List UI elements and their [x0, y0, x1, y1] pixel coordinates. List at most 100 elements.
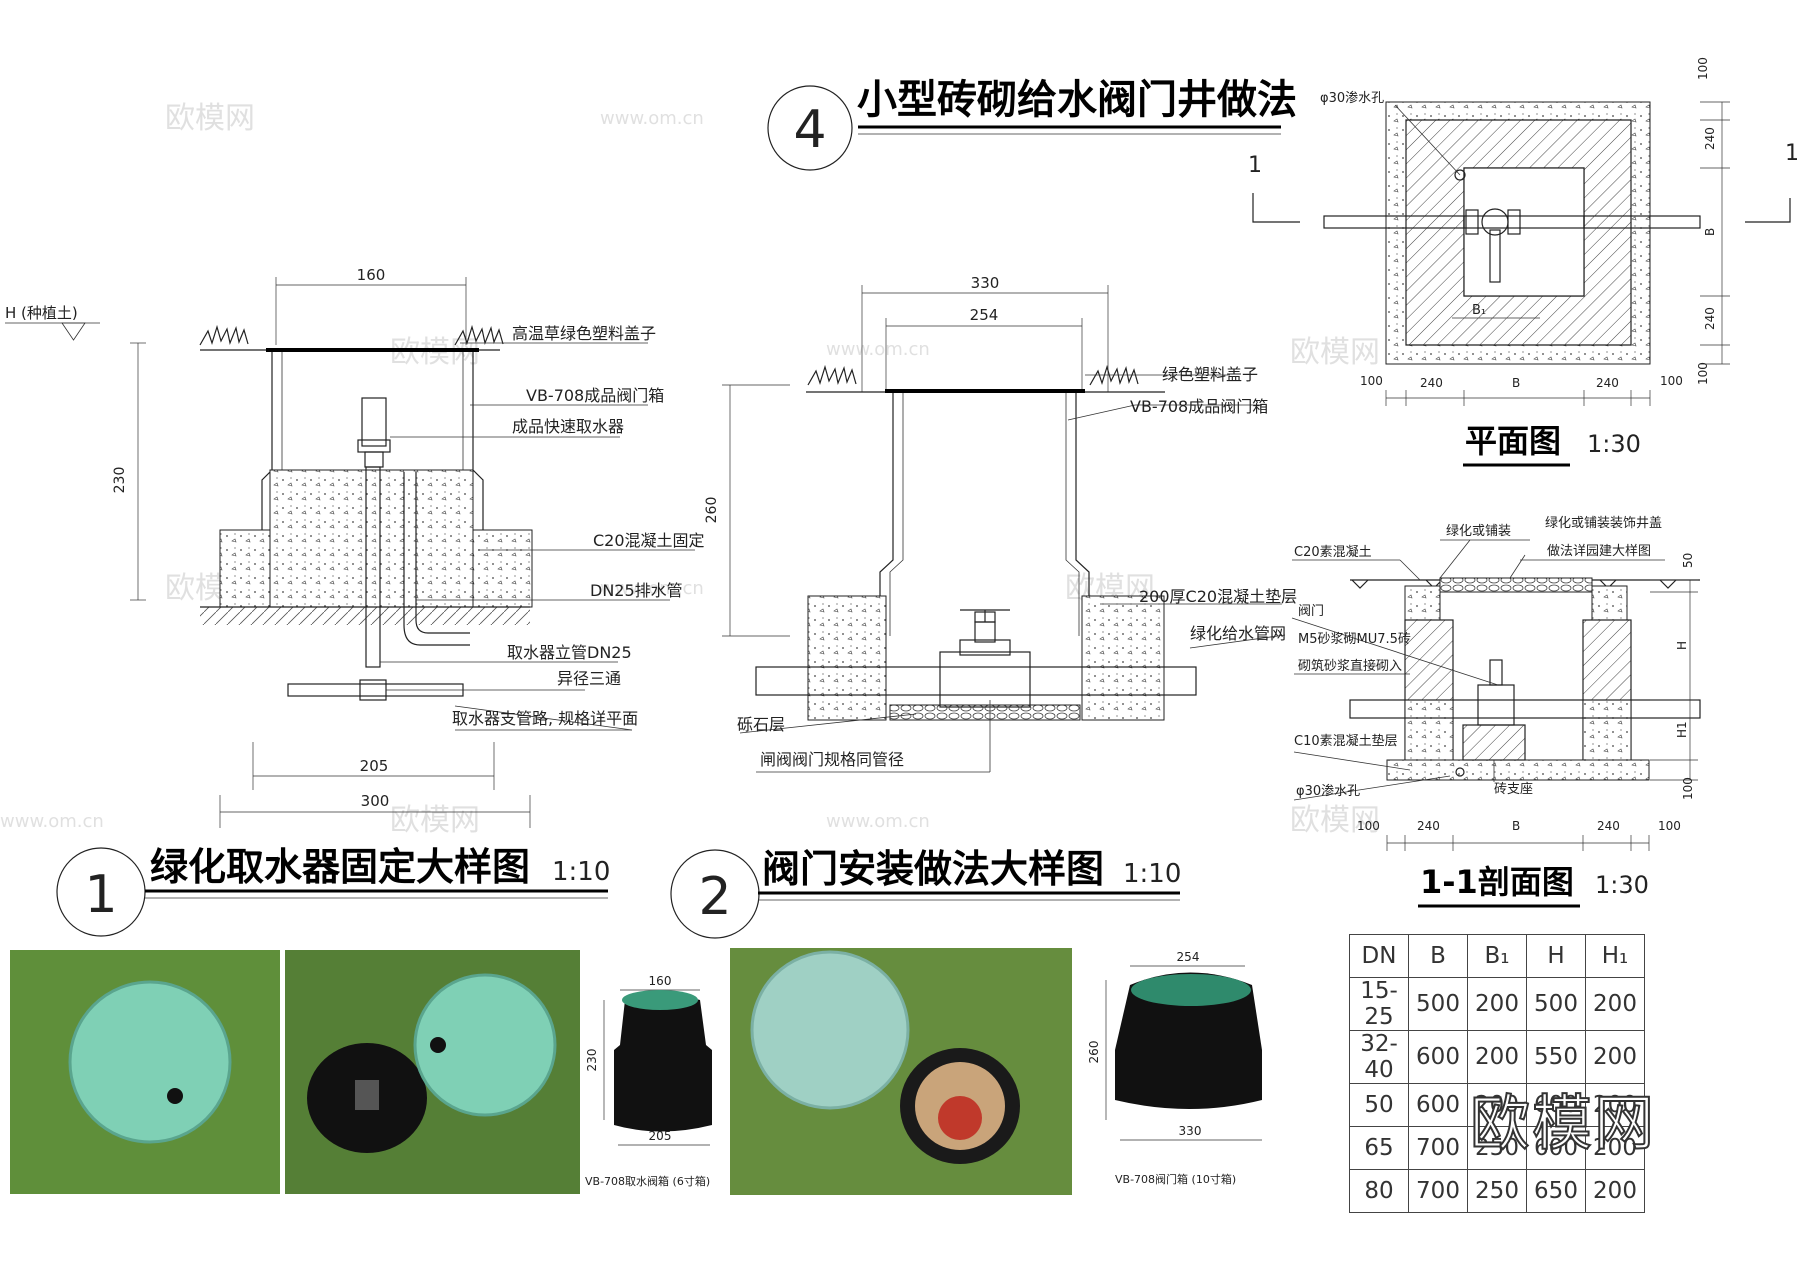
label-box: VB-708成品阀门箱 — [526, 386, 664, 405]
spec-cell: 32-40 — [1349, 1030, 1409, 1084]
d2-main-pipe — [755, 666, 1197, 696]
section-base — [1386, 759, 1650, 781]
watermark-url: www.om.cn — [0, 811, 104, 832]
small-box-body — [614, 994, 712, 1132]
label-concrete: C20混凝土固定 — [593, 531, 705, 550]
spec-row: 50 600 200 600 200 — [1349, 1083, 1645, 1127]
plan-dim-b-100b: 100 — [1660, 374, 1683, 388]
sec-label-support: 砖支座 — [1494, 782, 1533, 797]
product-small-caption: VB-708取水阀箱 (6寸箱) — [585, 1174, 710, 1188]
plan-dim-r-240b: 240 — [1703, 307, 1717, 330]
plan-dim-b-240: 240 — [1420, 376, 1443, 390]
d2-label-gravel: 砾石层 — [737, 715, 785, 734]
dim-254: 254 — [970, 306, 999, 324]
spec-cell: 15-25 — [1349, 977, 1409, 1031]
product-small-bottom: 205 — [649, 1129, 672, 1143]
plan-hole-label: φ30渗水孔 — [1320, 91, 1384, 106]
dim-330: 330 — [971, 274, 1000, 292]
title-2-scale: 1:10 — [1123, 859, 1181, 889]
plan-valve — [1481, 208, 1509, 236]
plan-dim-r-100: 100 — [1696, 362, 1710, 385]
title-4-text: 小型砖砌给水阀门井做法 — [857, 77, 1297, 123]
section-scale: 1:30 — [1595, 871, 1649, 899]
section-cut-left — [1252, 193, 1300, 223]
photo-closed-cover — [10, 950, 280, 1194]
sec-label-cover: 绿化或铺装装饰井盖 — [1545, 516, 1662, 531]
d2-concrete-right — [1081, 595, 1165, 721]
product-large-bottom: 330 — [1179, 1124, 1202, 1138]
d2-label-gate: 闸阀阀门规格同管径 — [760, 750, 904, 769]
spec-cell: 600 — [1526, 1126, 1586, 1170]
grass-right — [454, 324, 504, 346]
drain-pipe — [403, 472, 470, 646]
sec-dim-50: 50 — [1681, 553, 1695, 568]
d2-label-box: VB-708成品阀门箱 — [1130, 397, 1268, 416]
section-pipe — [1349, 699, 1701, 719]
gravel-layer — [889, 704, 1081, 721]
label-tee: 异径三通 — [557, 669, 621, 688]
gate-valve — [939, 651, 1031, 708]
ground-hatch — [200, 607, 530, 625]
product-large-top: 254 — [1177, 950, 1200, 964]
plan-view: 1 1 φ30渗水孔 B₁ 100 240 B 240 100 — [1248, 57, 1799, 467]
label-branch: 取水器支管路, 规格详平面 — [452, 709, 638, 728]
plan-title: 平面图 — [1465, 422, 1561, 460]
spec-cell: 80 — [1349, 1169, 1409, 1213]
soil-label: H (种植土) — [5, 304, 78, 322]
detail-1-drawing: H (种植土) 230 160 — [5, 266, 705, 828]
quick-coupler — [361, 397, 387, 447]
spec-header-cell: DN — [1349, 934, 1409, 978]
riser-pipe — [365, 466, 381, 668]
plan-dim-r-100-top: 100 — [1696, 57, 1710, 80]
title-4: 4 小型砖砌给水阀门井做法 — [767, 77, 1297, 171]
dim-300: 300 — [361, 792, 390, 810]
grass-left — [199, 324, 249, 346]
sec-label-brick2: 砌筑砂浆直接砌入 — [1298, 658, 1402, 674]
watermark-logo: 欧模网 — [1290, 335, 1380, 370]
plan-dim-r-240: 240 — [1703, 127, 1717, 150]
spec-row: 80 700 250 650 200 — [1349, 1169, 1645, 1213]
spec-cell: 500 — [1526, 977, 1586, 1031]
dim-230: 230 — [112, 467, 128, 494]
label-taker: 成品快速取水器 — [512, 417, 624, 436]
product-large-height: 260 — [1087, 1041, 1101, 1064]
spec-cell: 50 — [1349, 1083, 1409, 1127]
sec-dim-h: H — [1675, 641, 1689, 650]
sec-dim-b-100b: 100 — [1658, 819, 1681, 833]
label-cover: 高温草绿色塑料盖子 — [512, 324, 656, 343]
d2-label-pipe: 绿化给水管网 — [1190, 624, 1286, 643]
photo-open-box-drawing — [285, 950, 580, 1194]
spec-cell: 700 — [1408, 1169, 1468, 1213]
spec-cell: 200 — [1585, 1169, 1645, 1213]
sec-dim-b-100: 100 — [1357, 819, 1380, 833]
title-1-scale: 1:10 — [552, 857, 610, 887]
product-small-height: 230 — [585, 1049, 599, 1072]
spec-cell: 250 — [1467, 1169, 1527, 1213]
section-valve — [1477, 684, 1515, 726]
plan-dim-b-100: 100 — [1360, 374, 1383, 388]
photo-closed-cover-drawing — [10, 950, 280, 1194]
product-large: 254 260 330 VB-708阀门箱 (10寸箱) — [1087, 950, 1262, 1186]
photo-open-box — [285, 950, 580, 1194]
plan-scale: 1:30 — [1587, 430, 1641, 458]
plan-dim-r-b: B — [1703, 228, 1717, 236]
d2-label-pad: 200厚C20混凝土垫层 — [1139, 587, 1297, 606]
large-box-body — [1115, 972, 1262, 1109]
photo-valve-box-drawing — [730, 948, 1072, 1195]
sec-label-hole: φ30渗水孔 — [1296, 784, 1360, 799]
big-watermark: 欧模网 — [1469, 1088, 1656, 1160]
spec-table: DN B B₁ H H₁ 15-25 500 200 500 200 32-40… — [1349, 934, 1645, 1213]
title-2-number: 2 — [698, 867, 731, 927]
spec-cell: 600 — [1408, 1083, 1468, 1127]
plan-dim-b-b: B — [1512, 376, 1520, 390]
detail-2-drawing: 330 254 260 — [704, 274, 1297, 773]
title-1-text: 绿化取水器固定大样图 — [150, 845, 530, 889]
spec-cell: 200 — [1467, 977, 1527, 1031]
spec-header-cell: B — [1408, 934, 1468, 978]
section-view: C20素混凝土 绿化或铺装 绿化或铺装装饰井盖 做法详园建大样图 阀门 M5砂浆… — [1291, 516, 1701, 908]
spec-header-cell: H₁ — [1585, 934, 1645, 978]
spec-cell: 550 — [1526, 1030, 1586, 1084]
section-title: 1-1剖面图 — [1420, 863, 1574, 901]
watermark-url: www.om.cn — [826, 339, 930, 360]
